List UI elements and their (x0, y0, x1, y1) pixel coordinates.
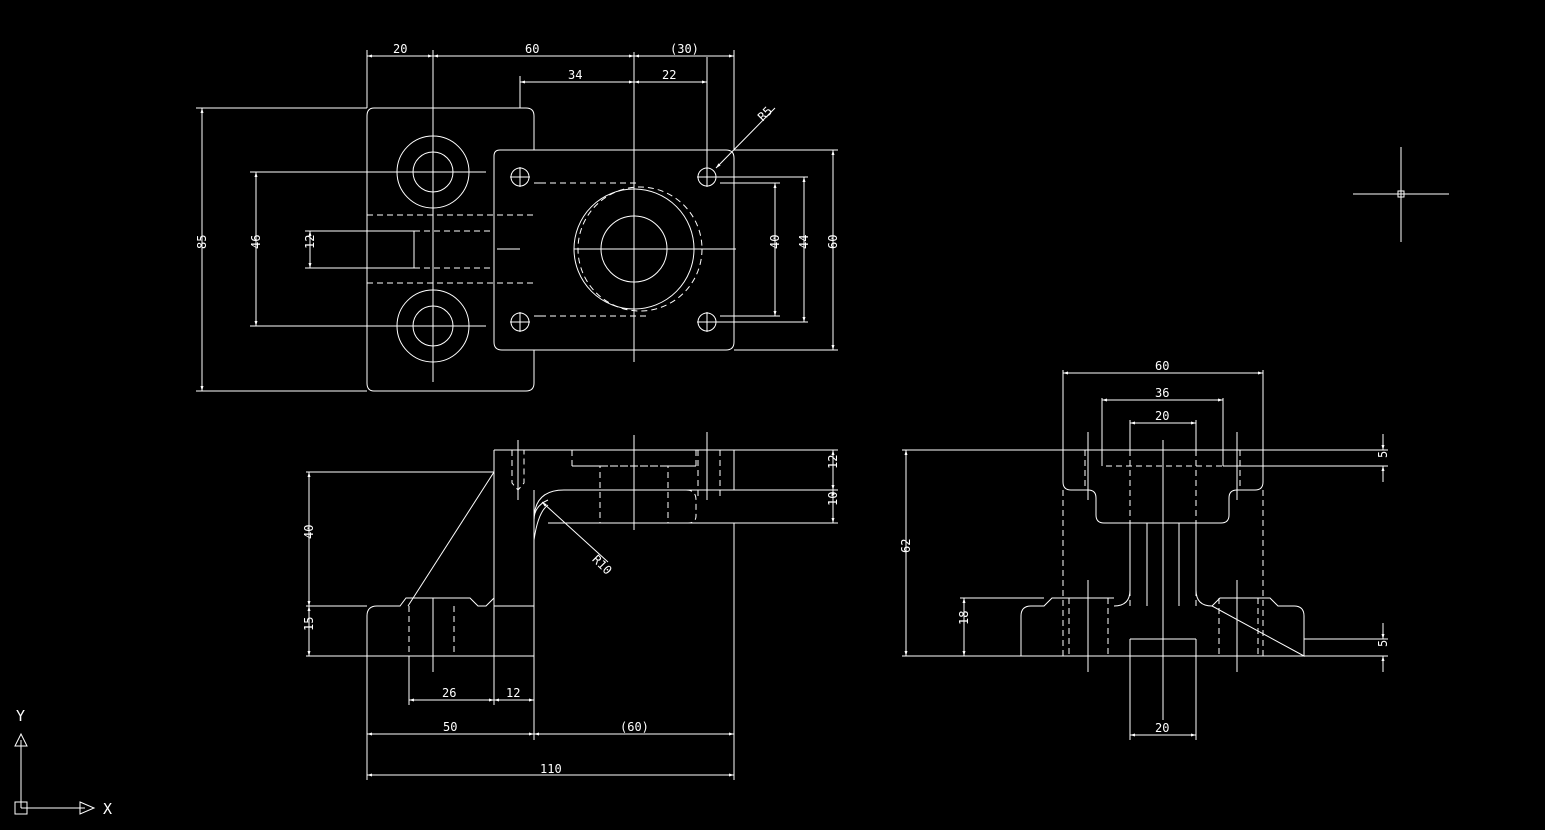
dim-top-w34: 34 (568, 68, 582, 82)
dim-front-w12: 12 (506, 686, 520, 700)
dim-front-w26: 26 (442, 686, 456, 700)
dim-front-w50: 50 (443, 720, 457, 734)
ucs-x-label: X (103, 800, 112, 818)
dim-top-w20: 20 (393, 42, 407, 56)
dim-side-h62: 62 (899, 539, 913, 553)
side-view: 60 36 20 62 18 5 5 20 (899, 359, 1390, 740)
dim-side-w20b: 20 (1155, 721, 1169, 735)
dim-front-r10: R10 (589, 552, 614, 577)
dim-top-h60: 60 (826, 235, 840, 249)
front-view: 40 15 12 10 R10 26 12 50 (60) 110 (302, 432, 840, 780)
dim-side-h5b: 5 (1376, 640, 1390, 647)
crosshair-cursor-icon (1353, 147, 1449, 242)
dim-top-w22: 22 (662, 68, 676, 82)
dim-front-h10: 10 (826, 492, 840, 506)
dim-side-w36: 36 (1155, 386, 1169, 400)
dim-top-h40: 40 (768, 235, 782, 249)
dim-side-w20: 20 (1155, 409, 1169, 423)
dim-top-h46: 46 (249, 235, 263, 249)
dim-side-w60: 60 (1155, 359, 1169, 373)
dim-top-h12: 12 (303, 235, 317, 249)
dim-front-w60: (60) (620, 720, 649, 734)
dim-side-h18: 18 (957, 611, 971, 625)
dim-top-r5: R5 (755, 104, 775, 124)
dim-front-h40: 40 (302, 525, 316, 539)
ucs-y-label: Y (16, 707, 25, 725)
dim-side-h5a: 5 (1376, 451, 1390, 458)
dim-top-h85: 85 (195, 235, 209, 249)
top-view: 20 60 (30) 34 22 R5 85 46 12 40 44 60 (195, 42, 840, 392)
dim-front-h12: 12 (826, 455, 840, 469)
dim-top-w60: 60 (525, 42, 539, 56)
ucs-icon: X Y (14, 707, 112, 818)
dim-front-w110: 110 (540, 762, 562, 776)
dim-top-w30: (30) (670, 42, 699, 56)
dim-top-h44: 44 (797, 235, 811, 249)
dim-front-h15: 15 (302, 617, 316, 631)
